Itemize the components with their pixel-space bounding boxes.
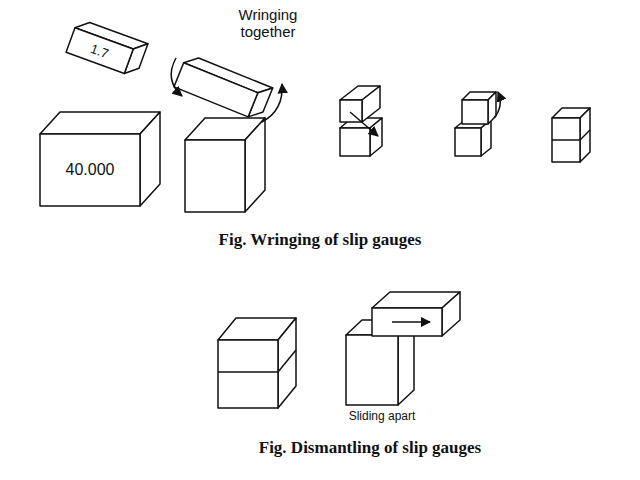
gauge-size: 40.000	[40, 134, 140, 206]
label-holder: Fig. Dismantling of slip gauges	[190, 438, 550, 458]
slide-arrow	[392, 321, 430, 323]
turning-gauges	[455, 92, 496, 156]
large-gauge	[185, 118, 265, 212]
slip-gauge-block: 40.000	[40, 112, 160, 206]
action-label: Wringing together	[228, 6, 308, 41]
upper-gauge	[372, 292, 460, 336]
gauge-outline	[40, 112, 160, 206]
wrung-stack	[552, 108, 590, 162]
figure-caption: Fig. Wringing of slip gauges	[150, 230, 490, 250]
twist-arrow	[171, 58, 182, 96]
small-gauge	[174, 54, 273, 122]
gauge-face	[66, 28, 133, 74]
label-holder: Sliding apart	[332, 410, 432, 424]
twist-arrow	[494, 92, 500, 118]
label-holder: Fig. Wringing of slip gauges	[150, 230, 490, 250]
twist-arrow	[262, 84, 282, 122]
slide-arrow	[350, 112, 378, 136]
figure-caption: Fig. Dismantling of slip gauges	[190, 438, 550, 458]
label-holder: Wringing together	[228, 6, 308, 41]
wrung-stack	[218, 318, 296, 408]
action-label: Sliding apart	[332, 410, 432, 424]
crossed-gauges	[340, 86, 382, 156]
gauge-face	[40, 134, 140, 206]
slip-gauge-block: 1.7	[66, 18, 148, 77]
gauge-face	[140, 112, 160, 206]
